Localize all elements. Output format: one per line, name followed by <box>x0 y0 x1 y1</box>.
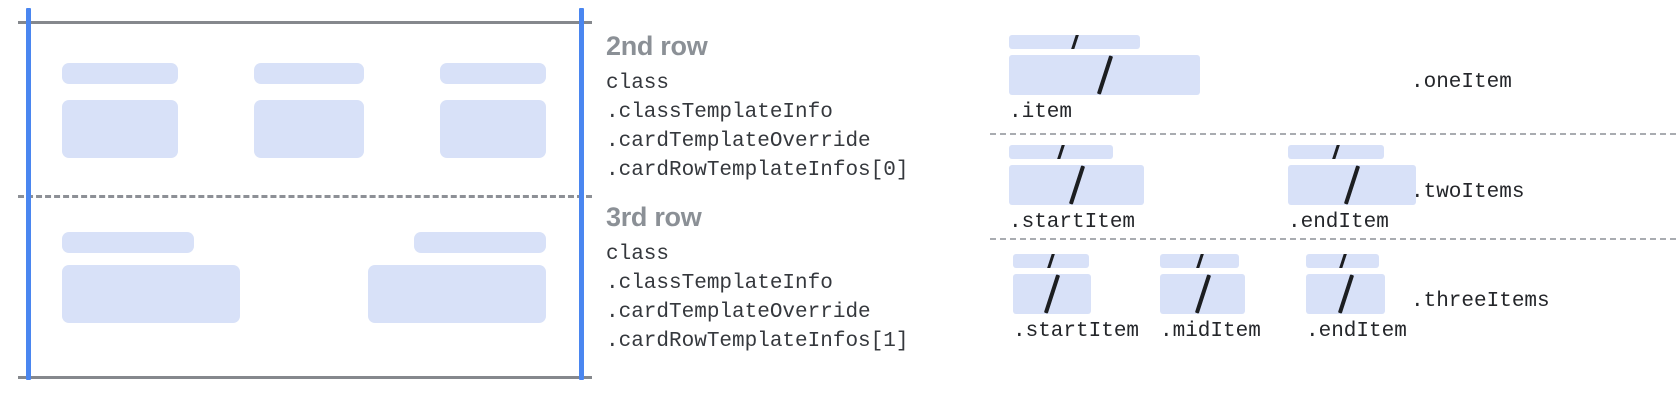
slash-icon <box>1194 254 1205 268</box>
slot-end-item: .endItem <box>1306 254 1407 343</box>
slot-title-placeholder <box>1160 254 1239 268</box>
row2-cell2-body-placeholder <box>254 100 364 158</box>
legend-group-label: .threeItems <box>1411 290 1550 313</box>
slash-icon <box>1337 254 1348 268</box>
slot-body-placeholder <box>1013 274 1091 314</box>
slot-mid-item: .midItem <box>1160 254 1261 343</box>
slot-body-placeholder <box>1306 274 1385 314</box>
row2-cell3-title-placeholder <box>440 63 546 84</box>
slash-icon <box>1194 274 1211 314</box>
annotation-title: 3rd row <box>606 202 702 232</box>
annotation-third-row: 3rd row class .classTemplateInfo .cardTe… <box>606 202 908 356</box>
slot-label: .endItem <box>1306 320 1407 343</box>
slot-body-placeholder <box>1009 55 1200 95</box>
slash-icon <box>1096 55 1113 95</box>
slot-end-item: .endItem <box>1288 145 1416 234</box>
row3-cell2-title-placeholder <box>414 232 546 253</box>
legend-group-label: .twoItems <box>1411 181 1525 204</box>
slot-title-placeholder <box>1306 254 1379 268</box>
annotation-code-line: .cardTemplateOverride <box>606 301 871 324</box>
slash-icon <box>1043 274 1061 314</box>
annotation-second-row: 2nd row class .classTemplateInfo .cardTe… <box>606 31 908 185</box>
row3-cell1-body-placeholder <box>62 265 240 323</box>
slot-label: .item <box>1009 101 1073 124</box>
slash-icon <box>1068 165 1085 205</box>
card-row-divider <box>18 195 592 198</box>
row2-cell2-title-placeholder <box>254 63 364 84</box>
row2-cell1-title-placeholder <box>62 63 178 84</box>
slot-title-placeholder <box>1009 35 1140 49</box>
slash-icon <box>1069 35 1080 49</box>
slot-title-placeholder <box>1009 145 1113 159</box>
slot-start-item: .startItem <box>1009 145 1144 234</box>
annotation-title: 2nd row <box>606 31 708 61</box>
slot-body-placeholder <box>1009 165 1144 205</box>
row2-cell1-body-placeholder <box>62 100 178 158</box>
slot-body-placeholder <box>1288 165 1416 205</box>
annotation-code-line: .cardRowTemplateInfos[0] <box>606 159 909 182</box>
annotation-code-line: .cardTemplateOverride <box>606 130 871 153</box>
slot-title-placeholder <box>1288 145 1384 159</box>
slash-icon <box>1331 145 1341 159</box>
row2-cell3-body-placeholder <box>440 100 546 158</box>
slot-label: .startItem <box>1009 211 1136 234</box>
annotation-code-line: class <box>606 72 670 95</box>
slot-title-placeholder <box>1013 254 1089 268</box>
card-top-border <box>18 21 592 24</box>
slot-start-item: .startItem <box>1013 254 1139 343</box>
annotation-code-line: .classTemplateInfo <box>606 272 833 295</box>
slash-icon <box>1046 254 1056 268</box>
right-guide-bar <box>579 8 584 380</box>
legend-separator <box>990 238 1676 240</box>
slash-icon <box>1056 145 1066 159</box>
row3-cell1-title-placeholder <box>62 232 194 253</box>
legend-separator <box>990 133 1676 135</box>
slot-label: .midItem <box>1160 320 1261 343</box>
slot-label: .endItem <box>1288 211 1389 234</box>
slot-item: .item <box>1009 35 1200 124</box>
annotation-code-line: .cardRowTemplateInfos[1] <box>606 330 909 353</box>
slot-label: .startItem <box>1013 320 1140 343</box>
slot-body-placeholder <box>1160 274 1245 314</box>
legend-group-label: .oneItem <box>1411 71 1512 94</box>
slash-icon <box>1337 274 1354 314</box>
slash-icon <box>1343 165 1361 205</box>
annotation-code-line: .classTemplateInfo <box>606 101 833 124</box>
card-bottom-border <box>18 376 592 379</box>
left-guide-bar <box>26 8 31 380</box>
annotation-code-line: class <box>606 243 670 266</box>
row3-cell2-body-placeholder <box>368 265 546 323</box>
